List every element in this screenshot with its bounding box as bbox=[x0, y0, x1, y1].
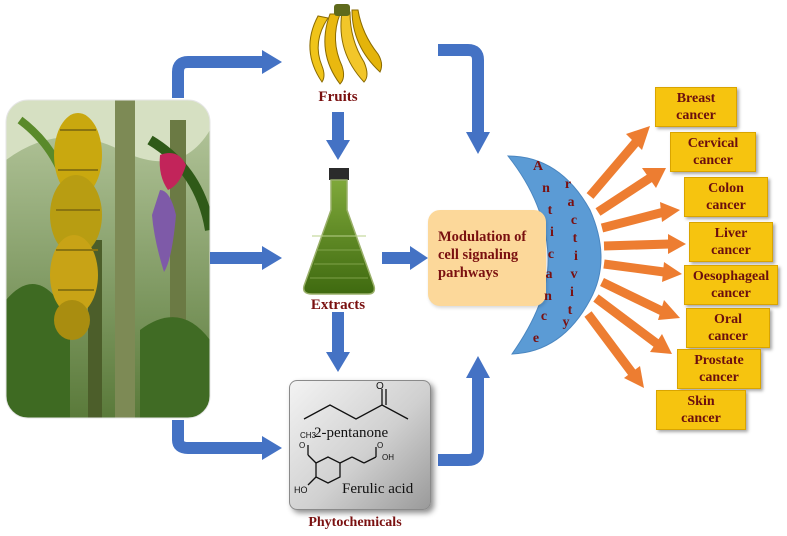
cancer-word: cancer bbox=[711, 286, 751, 301]
cancer-name: Prostate bbox=[694, 353, 744, 368]
cancer-name: Skin bbox=[687, 394, 715, 409]
cancer-name: Oral bbox=[714, 312, 742, 327]
extracts-label: Extracts bbox=[310, 297, 366, 313]
cancer-word: cancer bbox=[699, 370, 739, 385]
cancer-box-prostate: Prostate cancer bbox=[677, 349, 761, 389]
carbonyl-o: O bbox=[376, 381, 384, 392]
phytochemicals-label: Phytochemicals bbox=[308, 515, 402, 530]
banana-plant-photo bbox=[6, 100, 210, 418]
arc-letter: t bbox=[547, 203, 553, 218]
arc-letter: n bbox=[544, 289, 552, 304]
arc-letter: n bbox=[542, 181, 550, 196]
cancer-box-breast: Breast cancer bbox=[655, 87, 737, 127]
arc-letter: c bbox=[540, 309, 548, 324]
extract-flask-icon bbox=[302, 168, 376, 295]
arrow-phyto-to-arc bbox=[438, 378, 484, 466]
cancer-name: Breast bbox=[676, 91, 716, 106]
arc-letter: a bbox=[545, 267, 553, 282]
cancer-name: Oesophageal bbox=[692, 269, 770, 284]
arc-letter: r bbox=[564, 177, 572, 192]
cancer-word: cancer bbox=[681, 411, 721, 426]
methoxy-o-label: O bbox=[299, 441, 306, 450]
acid-o-label: O bbox=[377, 441, 384, 450]
compound-ferulic-acid: Ferulic acid bbox=[342, 481, 414, 497]
orange-arrows bbox=[584, 139, 671, 381]
arc-letter: t bbox=[567, 303, 573, 318]
chemical-structures bbox=[303, 389, 409, 486]
anticancer-arc bbox=[506, 155, 602, 355]
cancer-word: cancer bbox=[706, 198, 746, 213]
hydroxyl-label: HO bbox=[294, 485, 308, 495]
arc-letter: e bbox=[532, 331, 540, 346]
pentanone-chain bbox=[303, 404, 409, 420]
cancer-word: cancer bbox=[708, 329, 748, 344]
arc-letter: i bbox=[570, 285, 574, 300]
banana-bunch bbox=[50, 113, 102, 340]
blue-arrows bbox=[172, 44, 484, 466]
arrow-photo-to-phytochemicals bbox=[172, 420, 262, 454]
methyl-label: CH3 bbox=[300, 431, 317, 440]
cancer-box-colon: Colon cancer bbox=[684, 177, 768, 217]
arrow-fruits-to-arc bbox=[438, 44, 484, 132]
arc-letter: t bbox=[572, 231, 578, 246]
cancer-name: Liver bbox=[714, 226, 748, 241]
arc-letter: v bbox=[570, 267, 578, 282]
blue-arrowheads bbox=[262, 50, 490, 460]
cancer-name: Colon bbox=[708, 181, 744, 196]
banana-fruits-icon bbox=[309, 4, 383, 85]
cancer-word: cancer bbox=[711, 243, 751, 258]
arc-letter: i bbox=[550, 225, 554, 240]
compound-2-pentanone: 2-pentanone bbox=[314, 425, 389, 441]
cancer-box-oral: Oral cancer bbox=[686, 308, 770, 348]
cancer-box-cervical: Cervical cancer bbox=[670, 132, 756, 172]
acid-oh-label: OH bbox=[382, 453, 394, 462]
arrow-photo-to-fruits bbox=[172, 56, 262, 98]
arc-letter: A bbox=[532, 159, 544, 174]
cancer-box-liver: Liver cancer bbox=[689, 222, 773, 262]
arc-letter: i bbox=[574, 249, 578, 264]
phytochemicals-panel: O 2-pentanone CH3 O O OH HO Ferulic acid bbox=[289, 380, 431, 510]
banana-flower bbox=[152, 152, 186, 272]
modulation-box: Modulation of cell signaling parhways bbox=[428, 210, 546, 306]
arc-letter: a bbox=[567, 195, 575, 210]
cancer-word: cancer bbox=[676, 108, 716, 123]
arc-letter: y bbox=[562, 315, 570, 330]
cancer-box-skin: Skin cancer bbox=[656, 390, 746, 430]
cancer-box-oesophageal: Oesophageal cancer bbox=[684, 265, 778, 305]
cancer-name: Cervical bbox=[687, 136, 739, 151]
arc-letter: c bbox=[547, 247, 555, 262]
cancer-word: cancer bbox=[693, 153, 733, 168]
arc-letter: c bbox=[570, 213, 578, 228]
orange-arrowheads bbox=[624, 126, 686, 388]
modulation-label: Modulation of cell signaling parhways bbox=[438, 229, 527, 281]
fruits-label: Fruits bbox=[318, 89, 358, 105]
